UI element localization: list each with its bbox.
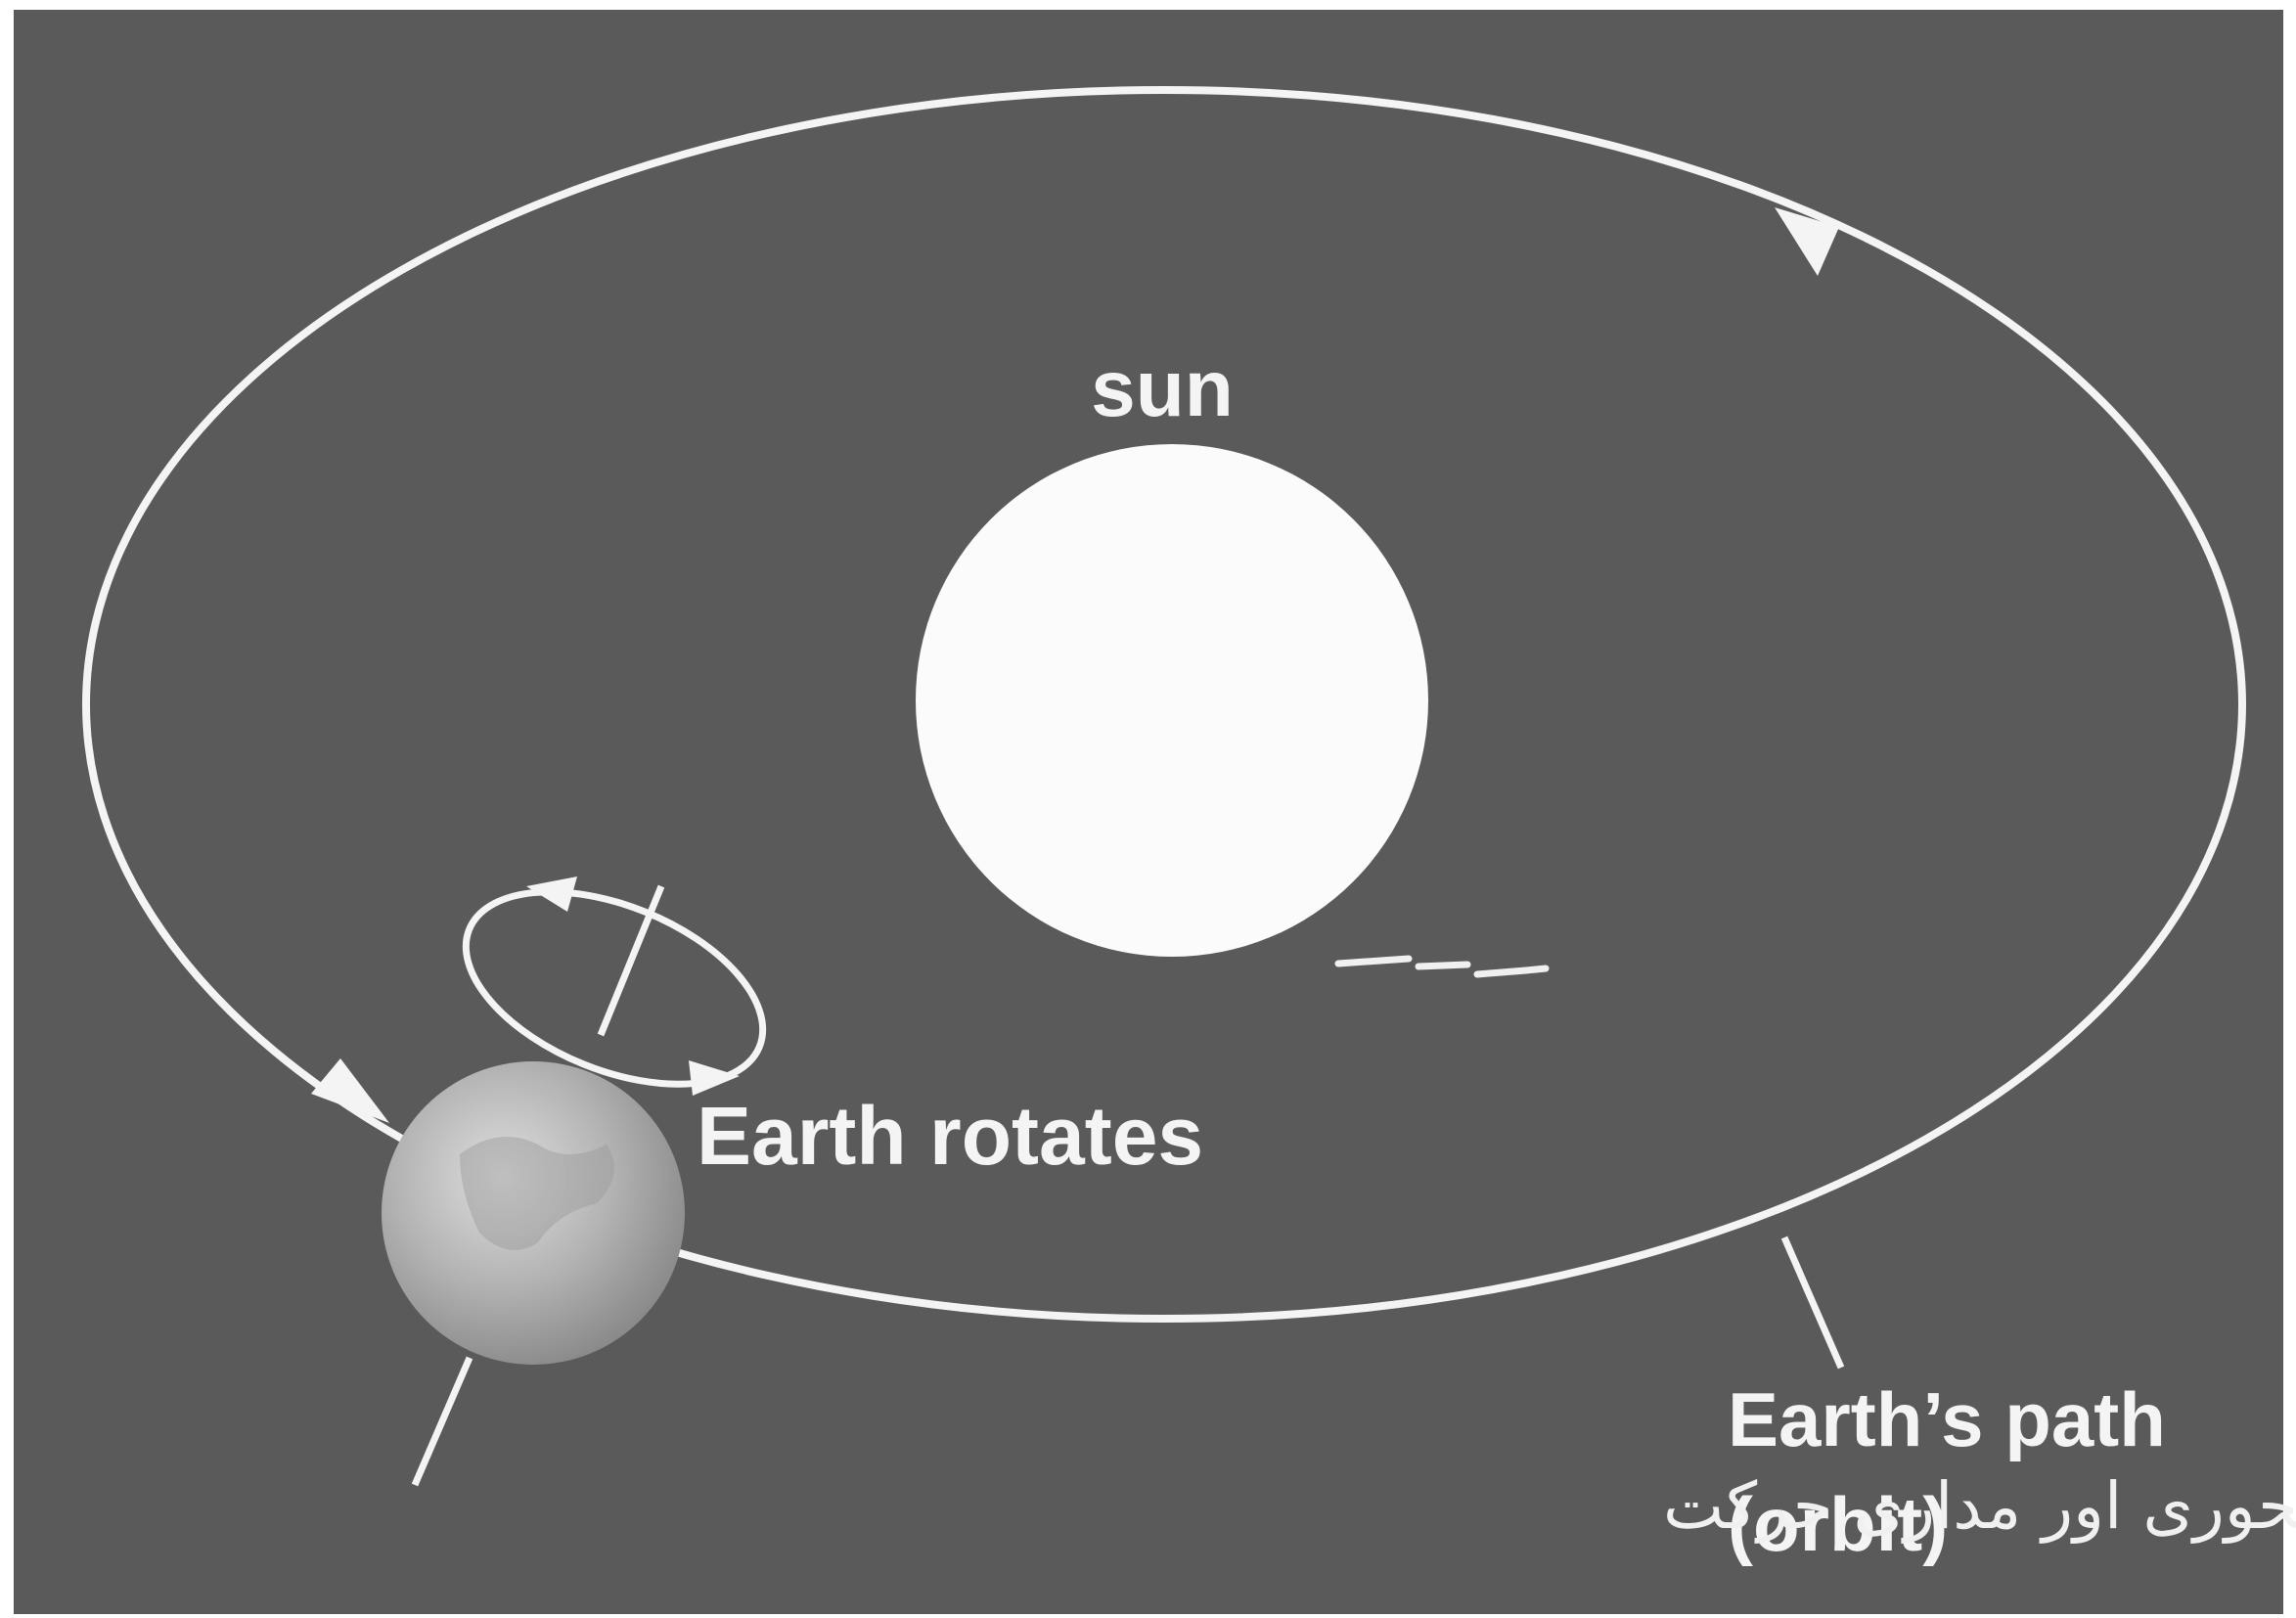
sun-label: sun	[1091, 344, 1234, 433]
rotation-arrow-top-icon	[526, 876, 577, 912]
urdu-caption: زمین کی محوری اور مداری حرکت	[1663, 1468, 2296, 1544]
earth-rotation-loop	[462, 888, 767, 1088]
orbit-label-pointer	[1780, 1236, 1845, 1370]
earth-rotates-label: Earth rotates	[697, 1090, 1203, 1182]
rotation-arrow-bottom-icon	[689, 1060, 740, 1096]
earth-orbit-path	[82, 86, 2246, 1323]
earth-globe	[382, 1061, 685, 1365]
orbit-arrow-left-icon	[311, 1058, 389, 1123]
earth-surface-shading	[460, 1137, 614, 1250]
earths-path-label: Earth’s path	[1728, 1376, 2166, 1462]
earth-caption-pointer	[411, 1356, 473, 1487]
earth-axis-line	[597, 884, 665, 1037]
orbit-label: (orbit)	[1728, 1481, 1948, 1567]
orbit-arrow-top-right-icon	[1775, 207, 1839, 276]
sun-disc	[916, 444, 1428, 957]
scribble-mark	[1334, 955, 1550, 978]
